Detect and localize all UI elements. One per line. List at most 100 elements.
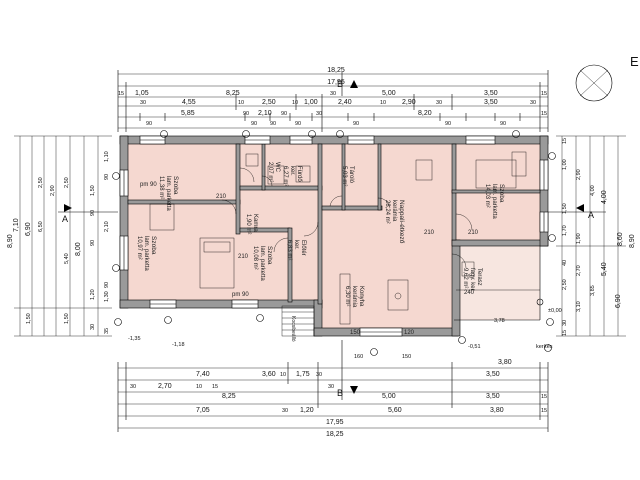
svg-text:Nappali-étkező: Nappali-étkező bbox=[398, 200, 405, 244]
section-marker-a-left bbox=[58, 204, 118, 213]
room-tarolo: Tároló 5,03 m² bbox=[341, 166, 354, 186]
svg-text:9,62 m²: 9,62 m² bbox=[462, 268, 468, 288]
svg-text:Kamra: Kamra bbox=[252, 214, 258, 232]
svg-text:5,60: 5,60 bbox=[388, 407, 402, 414]
svg-text:7,10: 7,10 bbox=[13, 218, 20, 232]
room-wc: WC 2,07 m² bbox=[267, 162, 280, 182]
svg-text:8,60: 8,60 bbox=[617, 232, 624, 246]
svg-text:1,75: 1,75 bbox=[296, 371, 310, 378]
svg-text:1,05: 1,05 bbox=[135, 90, 149, 97]
svg-text:10,08 m²: 10,08 m² bbox=[252, 246, 258, 270]
svg-text:90: 90 bbox=[500, 121, 506, 127]
svg-text:210: 210 bbox=[424, 230, 435, 236]
svg-text:15: 15 bbox=[541, 111, 547, 117]
svg-text:90: 90 bbox=[90, 210, 96, 216]
svg-text:3,85: 3,85 bbox=[590, 285, 596, 296]
svg-text:lam. parketta: lam. parketta bbox=[165, 176, 171, 211]
svg-text:30: 30 bbox=[140, 100, 146, 106]
svg-text:90: 90 bbox=[243, 111, 249, 117]
section-label-a-right: A bbox=[588, 210, 594, 220]
room-szoba-3: Szoba lam. parketta 10,08 m² bbox=[252, 246, 273, 281]
svg-text:1,90 m²: 1,90 m² bbox=[245, 214, 251, 234]
svg-text:2,70: 2,70 bbox=[576, 265, 582, 276]
right-chain: 15 1,00 4,00 2,90 1,70 1,50 1,90 2,70 3,… bbox=[562, 138, 596, 336]
svg-text:10: 10 bbox=[380, 100, 386, 106]
bottom-opening-1: 160 bbox=[354, 354, 363, 360]
svg-text:15: 15 bbox=[212, 384, 218, 390]
svg-text:Szoba: Szoba bbox=[150, 236, 157, 255]
svg-text:30: 30 bbox=[436, 100, 442, 106]
svg-text:5,40: 5,40 bbox=[64, 253, 70, 264]
svg-text:lam. parketta: lam. parketta bbox=[491, 184, 497, 219]
svg-text:90: 90 bbox=[353, 121, 359, 127]
svg-text:3,80: 3,80 bbox=[498, 359, 512, 366]
room-nappali: Nappali-étkező kerámia 28,24 m² bbox=[384, 200, 405, 244]
svg-text:6,90: 6,90 bbox=[615, 294, 622, 308]
svg-text:4,00: 4,00 bbox=[601, 190, 608, 204]
svg-text:8,20: 8,20 bbox=[418, 110, 432, 117]
svg-text:Szoba: Szoba bbox=[266, 246, 273, 265]
svg-text:8,00: 8,00 bbox=[75, 242, 82, 256]
svg-text:1,50: 1,50 bbox=[64, 313, 70, 324]
left-chain: 1,10 90 1,50 2,90 2,50 90 2,50 6,50 2,10… bbox=[26, 151, 110, 334]
svg-text:1,30: 1,30 bbox=[104, 291, 110, 302]
svg-text:3,50: 3,50 bbox=[486, 393, 500, 400]
svg-text:WC: WC bbox=[274, 162, 280, 173]
svg-text:lam. parketta: lam. parketta bbox=[143, 236, 149, 271]
svg-text:2,50: 2,50 bbox=[38, 177, 44, 188]
parapet-label-1: pm 90 bbox=[140, 182, 157, 188]
bottom-total-outer: 18,25 bbox=[326, 431, 344, 438]
svg-text:fagy. ker.: fagy. ker. bbox=[469, 268, 475, 292]
room-terasz: Terasz fagy. ker. 9,62 m² bbox=[462, 268, 482, 292]
left-totals: 7,10 8,90 8,00 6,90 bbox=[7, 218, 82, 256]
svg-text:90: 90 bbox=[104, 174, 110, 180]
svg-text:15: 15 bbox=[562, 138, 568, 144]
room-kocsibeallo: Kocsibeálló bbox=[290, 316, 296, 342]
svg-text:90: 90 bbox=[445, 121, 451, 127]
svg-text:kerámia: kerámia bbox=[391, 200, 397, 222]
svg-text:1,10: 1,10 bbox=[104, 151, 110, 162]
svg-text:Konyha: Konyha bbox=[358, 286, 364, 307]
elevation-1: -0,51 bbox=[468, 344, 481, 350]
top-openings: 90 90 90 90 90 90 90 bbox=[146, 121, 506, 127]
room-szoba-4: Szoba lam. parketta 14,03 m² bbox=[484, 184, 505, 219]
svg-text:ker.: ker. bbox=[293, 240, 299, 250]
room-konyha: Konyha kerámia 6,30 m² bbox=[344, 286, 364, 308]
svg-text:30: 30 bbox=[282, 408, 288, 414]
svg-text:Kocsibeálló: Kocsibeálló bbox=[290, 316, 296, 342]
svg-text:4,55: 4,55 bbox=[182, 99, 196, 106]
svg-text:14,03 m²: 14,03 m² bbox=[484, 184, 490, 208]
svg-text:3,60: 3,60 bbox=[262, 371, 276, 378]
right-dimension-lines bbox=[556, 135, 626, 337]
elevation-3: -1,35 bbox=[128, 336, 141, 342]
svg-text:2,40: 2,40 bbox=[338, 99, 352, 106]
svg-text:Tároló: Tároló bbox=[348, 166, 354, 184]
svg-text:2,50: 2,50 bbox=[562, 279, 568, 290]
step-label: 3,78 bbox=[494, 318, 505, 324]
svg-text:90: 90 bbox=[146, 121, 152, 127]
svg-text:5,40: 5,40 bbox=[601, 262, 608, 276]
svg-text:1,70: 1,70 bbox=[562, 225, 568, 236]
svg-text:30: 30 bbox=[316, 372, 322, 378]
svg-text:5,00: 5,00 bbox=[382, 393, 396, 400]
svg-text:Fürdő: Fürdő bbox=[296, 166, 302, 182]
bottom-dimension-lines bbox=[117, 362, 549, 432]
parapet-label-2: pm 90 bbox=[232, 292, 249, 298]
svg-text:210: 210 bbox=[468, 230, 479, 236]
svg-text:2,10: 2,10 bbox=[258, 110, 272, 117]
svg-text:90: 90 bbox=[270, 121, 276, 127]
opening-label: 120 bbox=[404, 330, 415, 336]
left-dimension-lines bbox=[14, 135, 112, 337]
svg-text:10: 10 bbox=[196, 384, 202, 390]
svg-text:3,50: 3,50 bbox=[484, 99, 498, 106]
svg-text:Terasz: Terasz bbox=[476, 268, 482, 286]
svg-text:2,70: 2,70 bbox=[158, 383, 172, 390]
svg-text:1,00: 1,00 bbox=[562, 159, 568, 170]
svg-text:2,07 m²: 2,07 m² bbox=[267, 162, 273, 182]
svg-text:3,50: 3,50 bbox=[484, 90, 498, 97]
room-szoba-1: Szoba lam. parketta 11,38 m² bbox=[158, 176, 179, 211]
svg-text:2,10: 2,10 bbox=[104, 221, 110, 232]
svg-text:90: 90 bbox=[251, 121, 257, 127]
top-dimension-lines bbox=[117, 70, 549, 132]
